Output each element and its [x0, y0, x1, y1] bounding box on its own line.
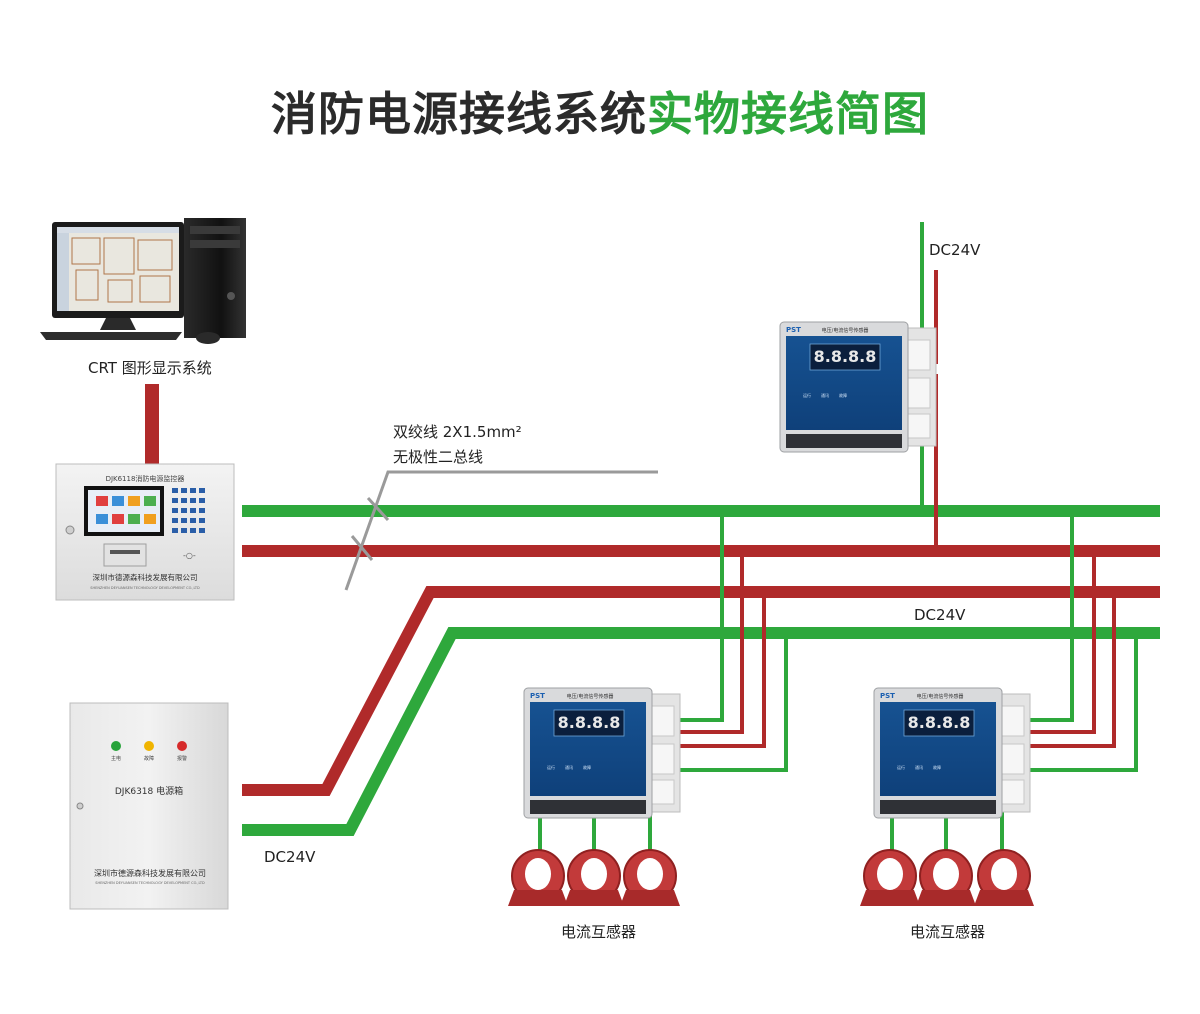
indicator-alarm [177, 741, 187, 751]
ct-ring [619, 849, 681, 907]
bus-lines [242, 470, 1160, 836]
right-sensor-wires [890, 511, 1138, 850]
left-sensor-wires [538, 511, 788, 850]
sensor-button-label: 通讯 [565, 764, 573, 770]
ct-ring [915, 849, 977, 907]
ct-group-left [507, 849, 681, 907]
pc-tower [184, 218, 246, 338]
sensor-display: 8.8.8.8 [814, 347, 877, 366]
sensor-button-label: 运行 [897, 764, 905, 770]
power-monitor-panel: -○- [55, 463, 235, 601]
sensor-button-label: 通讯 [915, 764, 923, 770]
powerbox-model-text: DJK6318 电源箱 [115, 785, 183, 797]
sensor-brand: PST [530, 692, 545, 700]
ct-ring [973, 849, 1035, 907]
ct-ring [507, 849, 569, 907]
title-part1: 消防电源接线系统 [271, 87, 647, 141]
indicator-main-power [111, 741, 121, 751]
crt-link-line [145, 384, 159, 464]
sensor-name: 电压/电流信号传感器 [917, 693, 964, 700]
sensor-display: 8.8.8.8 [558, 713, 621, 732]
sensor-button-label: 故障 [583, 764, 591, 770]
ct-ring [563, 849, 625, 907]
title-part2: 实物接线简图 [647, 87, 929, 141]
mouse [196, 332, 220, 344]
indicator-label: 故障 [144, 755, 154, 762]
bus-green-power [242, 627, 1160, 836]
panel-model-text: DJK6118消防电源监控器 [106, 474, 185, 483]
bus-type-label: 无极性二总线 [393, 448, 484, 466]
powerbox-company-en-text: SHENZHEN DEYUANSEN TECHNOLOGY DEVELOPMEN… [95, 881, 205, 885]
ct-group-right [859, 849, 1035, 907]
indicator-label: 主电 [111, 755, 121, 762]
indicator-label: 报警 [177, 755, 187, 762]
dc24v-bus-label: DC24V [914, 606, 966, 624]
bus-red-power [242, 586, 1160, 796]
power-box [69, 702, 229, 910]
indicator-fault [144, 741, 154, 751]
panel-company-text: 深圳市德源森科技发展有限公司 [93, 572, 198, 582]
crt-computer [40, 218, 246, 344]
twisted-pair-label: 双绞线 2X1.5mm² [393, 423, 522, 441]
panel-printer [103, 543, 147, 567]
sensor-name: 电压/电流信号传感器 [567, 693, 614, 700]
sensor-button-label: 运行 [547, 764, 555, 770]
sensor-top [779, 321, 937, 453]
sensor-display: 8.8.8.8 [908, 713, 971, 732]
sensor-brand: PST [880, 692, 895, 700]
panel-company-en-text: SHENZHEN DEYUANSEN TECHNOLOGY DEVELOPMEN… [90, 586, 200, 590]
ct-ring [859, 849, 921, 907]
sensor-button-label: 故障 [933, 764, 941, 770]
twisted-pair-line [344, 470, 658, 591]
ct-right-label: 电流互感器 [910, 923, 986, 941]
crt-label: CRT 图形显示系统 [88, 359, 212, 377]
ct-left-label: 电流互感器 [561, 923, 637, 941]
sensor-left [523, 687, 681, 819]
sensor-button-label: 运行 [803, 392, 811, 398]
sensor-name: 电压/电流信号传感器 [822, 327, 869, 334]
keyboard [40, 332, 182, 340]
sensor-brand: PST [786, 326, 801, 334]
panel-keypad [172, 488, 205, 533]
svg-text:-○-: -○- [183, 551, 196, 560]
dc24v-bottom-label: DC24V [264, 848, 316, 866]
sensor-right [873, 687, 1031, 819]
dc24v-top-label: DC24V [929, 241, 981, 259]
sensor-button-label: 通讯 [821, 392, 829, 398]
powerbox-company-text: 深圳市德源森科技发展有限公司 [94, 868, 206, 878]
sensor-button-label: 故障 [839, 392, 847, 398]
page-title: 消防电源接线系统实物接线简图 [0, 78, 1200, 144]
